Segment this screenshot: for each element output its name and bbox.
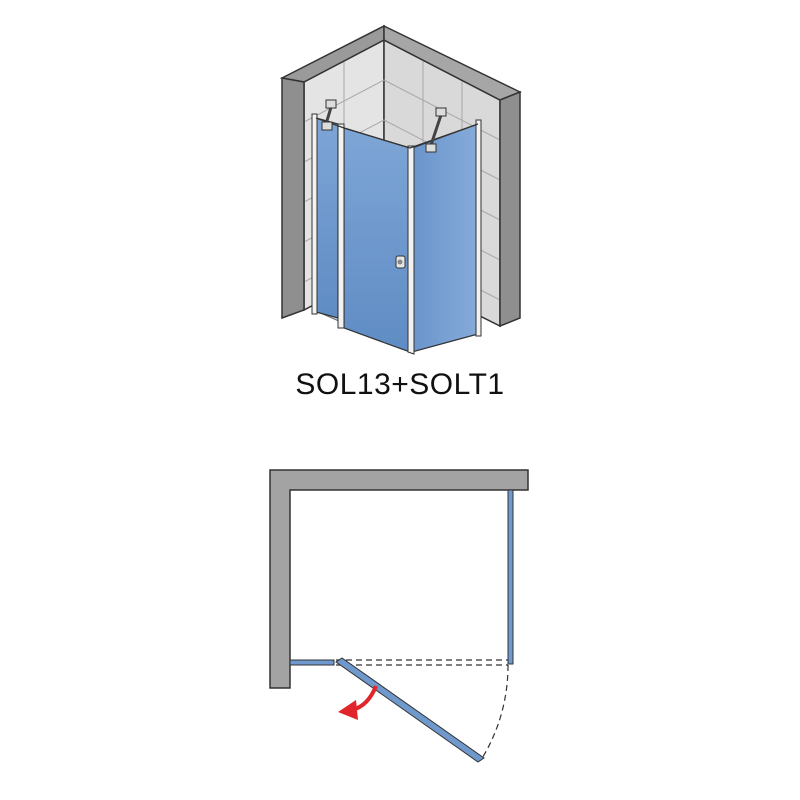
wall-side-left [281,77,305,320]
opening-direction-arrow-icon [338,685,378,720]
plan-door-open [335,657,485,763]
product-title: SOL13+SOLT1 [295,368,505,401]
floor-plan [269,469,529,763]
plan-fixed-panel [289,659,335,666]
side-glass-panel [411,123,479,353]
wall-brackets [321,99,447,153]
fixed-glass-panel [315,117,339,319]
door-glass-panel [343,127,411,353]
door-handle-icon [395,255,406,269]
frame-profiles [311,113,482,355]
isometric-view [279,24,522,355]
plan-door-swing-arc [480,664,509,761]
wall-side-right [499,90,521,328]
plan-wall [269,469,529,689]
plan-side-panel [507,489,514,665]
